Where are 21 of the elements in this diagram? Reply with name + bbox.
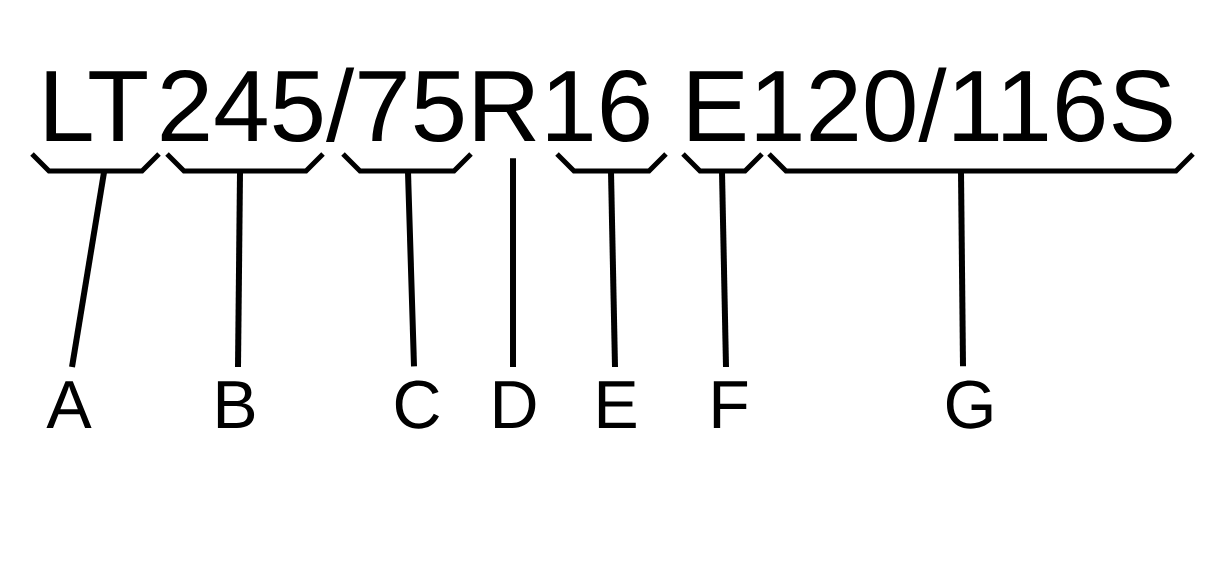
tire-code-text: E [689, 71, 745, 141]
tire-code-text: 16 [548, 70, 649, 142]
callout-letter: G [947, 380, 992, 429]
leader-line [719, 172, 729, 368]
callout-letter: A [46, 381, 92, 428]
leader-line [405, 172, 417, 367]
tire-code-text: 120/116S [756, 67, 1172, 142]
leader-line [608, 172, 618, 368]
tire-code-text: 75 [359, 71, 463, 142]
leader-line [69, 171, 107, 368]
leader-line [958, 172, 966, 367]
callout-letter: C [395, 380, 439, 429]
callout-letter: F [713, 381, 748, 428]
callout-letter: E [598, 381, 636, 428]
callout-letter: B [217, 381, 255, 428]
leader-line [235, 172, 243, 368]
tire-code-text: R [475, 71, 536, 141]
tire-code-text: 245 [161, 70, 322, 142]
callout-letter: D [495, 381, 536, 428]
separator-slash: / [326, 67, 355, 142]
tire-code-text: LT [46, 71, 147, 141]
